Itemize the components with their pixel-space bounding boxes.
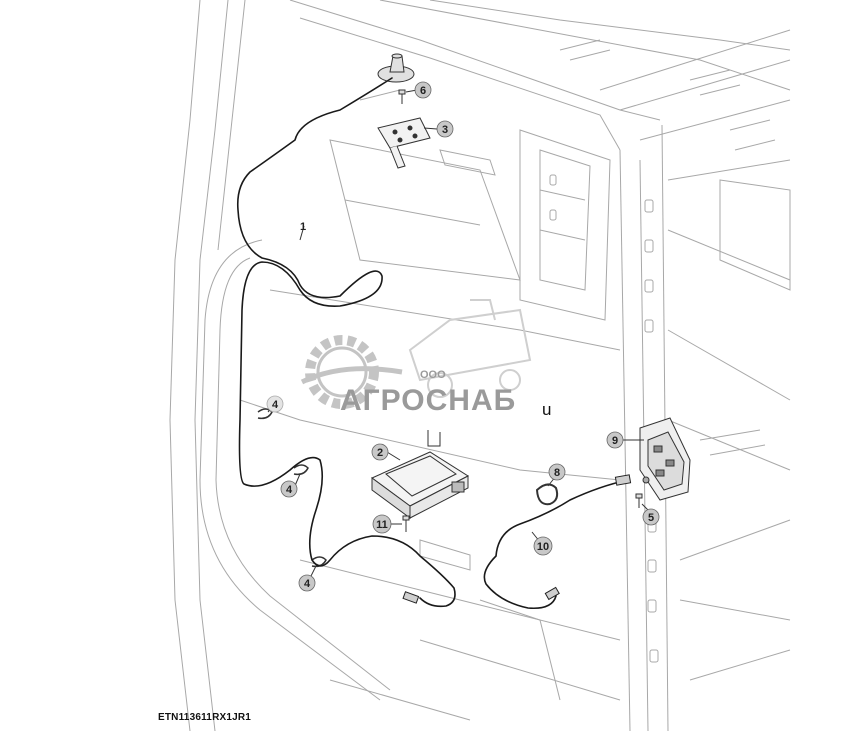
callout-5-label: 5 (648, 512, 654, 524)
combine-harvester-icon (408, 299, 532, 398)
watermark-suffix: u (542, 400, 551, 419)
callout-6-label: 6 (420, 85, 426, 97)
pillar-holes (549, 174, 659, 663)
controller-cable-connectors (544, 474, 632, 601)
antenna-cable (236, 77, 456, 608)
screw-11-part (402, 515, 410, 532)
cable-clips (257, 408, 327, 568)
screw-6-part (398, 89, 406, 104)
cable-connector-end (402, 591, 420, 604)
receiver-module (371, 451, 470, 519)
callout-11-label: 11 (376, 519, 388, 531)
callout-11: 11 (372, 514, 392, 534)
callout-8: 8 (548, 463, 566, 481)
mounting-clip (427, 430, 441, 447)
callout-4b: 4 (280, 480, 298, 498)
callout-4b-label: 4 (286, 484, 293, 496)
callout-5: 5 (642, 508, 660, 526)
cab-frame-line-art (169, 0, 791, 731)
callout-4a-label: 4 (272, 399, 279, 411)
callout-4a: 4 (266, 395, 284, 413)
callout-leaders (267, 89, 651, 579)
callout-4c: 4 (298, 574, 316, 592)
watermark: ООО АГРОСНАБ u (300, 299, 551, 419)
antenna-bracket (377, 117, 431, 169)
callout-4c-label: 4 (304, 578, 311, 590)
callout-1-label: 1 (300, 221, 306, 233)
figure-code: ETN113611RX1JR1 (158, 712, 252, 723)
watermark-prefix: ООО (420, 369, 446, 381)
screw-5-part (635, 493, 643, 508)
callout-9-label: 9 (612, 435, 618, 447)
controller-unit (639, 417, 691, 501)
callout-9: 9 (606, 431, 624, 449)
callout-10-label: 10 (537, 541, 549, 553)
callout-6: 6 (414, 81, 432, 99)
antenna (377, 53, 415, 83)
callout-3: 3 (436, 120, 454, 138)
callout-8-label: 8 (554, 467, 560, 479)
callout-10: 10 (533, 536, 553, 556)
callout-2: 2 (371, 443, 389, 461)
gear-logo-icon (300, 335, 403, 409)
callout-3-label: 3 (442, 124, 448, 136)
controller-cable (483, 479, 629, 610)
o-ring-part (535, 483, 559, 506)
watermark-company-name: АГРОСНАБ (340, 384, 516, 417)
callout-2-label: 2 (377, 447, 383, 459)
